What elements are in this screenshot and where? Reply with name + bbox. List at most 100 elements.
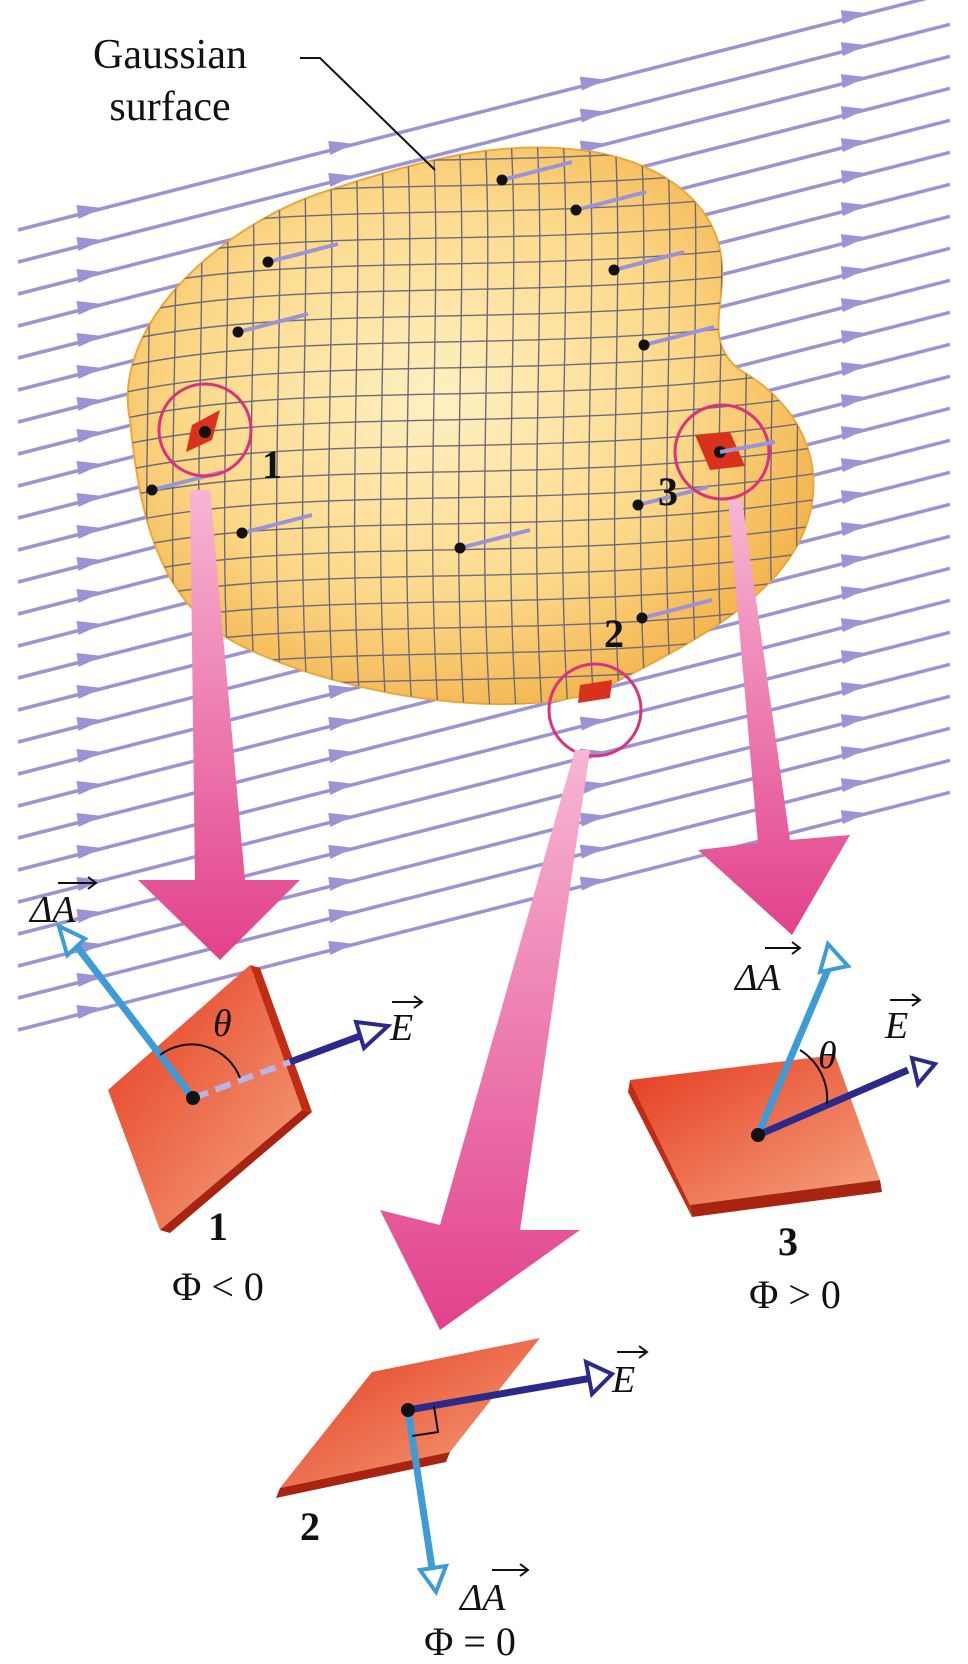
- field-arrowhead: [328, 908, 355, 923]
- field-arrowhead: [328, 876, 355, 891]
- field-arrowhead: [840, 490, 867, 505]
- field-arrowhead: [76, 844, 103, 859]
- grid-parallel: [127, 493, 814, 555]
- field-arrowhead: [76, 524, 103, 539]
- callout-label-2: 2: [604, 611, 624, 656]
- callout-circle-1: [157, 382, 253, 478]
- field-arrowhead: [840, 106, 867, 121]
- field-line-segment: [459, 528, 531, 550]
- grid-meridian: [327, 147, 337, 705]
- field-vector-3: [756, 1066, 910, 1139]
- field-arrowhead: [579, 876, 606, 891]
- grid-meridian: [613, 147, 623, 705]
- field-arrowhead: [840, 202, 867, 217]
- pierce-dot: [608, 264, 620, 276]
- field-arrowhead: [76, 748, 103, 763]
- field-arrowhead: [840, 138, 867, 153]
- patch-1-detail: θ ΔA E 1 Φ < 0: [28, 876, 424, 1309]
- grid-meridian: [822, 120, 830, 740]
- field-line-segment: [643, 325, 715, 347]
- field-line: [17, 726, 951, 968]
- field-line: [17, 598, 951, 840]
- patch-2-on-surface: [578, 680, 612, 703]
- field-line-segment: [575, 190, 647, 212]
- field-arrowhead: [840, 42, 867, 57]
- field-arrowhead: [76, 236, 103, 251]
- grid-meridian: [353, 147, 363, 705]
- grid-meridian: [639, 147, 649, 705]
- field-line-segment: [241, 513, 313, 535]
- caption-leader-line: [300, 57, 436, 171]
- field-line-segment: [237, 312, 309, 334]
- field-arrowhead: [328, 684, 355, 699]
- pierce-dot: [262, 256, 274, 268]
- grid-meridian: [405, 147, 415, 705]
- area-label-1: ΔA: [28, 889, 76, 931]
- angle-arc-3: [799, 1049, 829, 1105]
- field-arrowhead: [840, 10, 867, 25]
- field-label-2: E: [611, 1359, 635, 1401]
- pierce-dot-1: [199, 426, 211, 438]
- field-arrowhead: [76, 1004, 103, 1019]
- grid-meridian: [127, 147, 129, 705]
- field-arrowhead: [579, 716, 606, 731]
- field-arrowhead: [579, 108, 606, 123]
- field-arrowhead: [76, 588, 103, 603]
- field-arrowhead: [840, 522, 867, 537]
- field-arrowhead: [579, 844, 606, 859]
- area-vector-2: [404, 1409, 436, 1569]
- area-label-2: ΔA: [458, 1577, 506, 1619]
- pierce-points: [146, 174, 650, 624]
- field-line-segments-through-surface: [151, 160, 715, 620]
- field-arrowhead: [840, 586, 867, 601]
- field-arrowhead: [328, 172, 355, 187]
- field-arrowhead: [840, 426, 867, 441]
- field-arrowhead: [76, 620, 103, 635]
- field-arrowhead: [840, 458, 867, 473]
- pierce-dot: [454, 542, 466, 554]
- angle-label-3: θ: [818, 1035, 837, 1077]
- field-arrowhead: [840, 170, 867, 185]
- field-arrowhead: [76, 428, 103, 443]
- field-arrowhead: [328, 844, 355, 859]
- right-angle-marker: [411, 1405, 440, 1437]
- grid-meridian: [587, 147, 597, 705]
- pointer-arrow-3: [698, 500, 850, 935]
- angle-arc-1: [159, 1043, 241, 1079]
- field-arrowhead: [76, 332, 103, 347]
- grid-meridian: [457, 147, 467, 705]
- field-line-segment: [641, 598, 713, 620]
- field-arrowhead: [328, 140, 355, 155]
- field-arrowhead: [579, 76, 606, 91]
- field-arrowhead: [328, 748, 355, 763]
- angle-label-1: θ: [213, 1003, 232, 1045]
- pointer-arrow-2: [380, 750, 590, 1330]
- patch-3-detail: θ ΔA E 3 Φ > 0: [628, 939, 939, 1317]
- field-arrowhead: [76, 460, 103, 475]
- field-arrowhead: [76, 908, 103, 923]
- grid-meridian: [561, 147, 571, 705]
- field-vector-2: [407, 1374, 593, 1414]
- grid-meridian: [379, 147, 389, 705]
- field-vector-1-dashed: [191, 1059, 292, 1101]
- grid-parallel: [127, 519, 814, 581]
- grid-parallel: [127, 467, 814, 529]
- field-arrowhead: [76, 300, 103, 315]
- field-arrowhead: [76, 684, 103, 699]
- field-line-segment: [501, 160, 573, 182]
- field-arrowhead: [840, 810, 867, 825]
- pierce-dot: [638, 339, 650, 351]
- callout-3: 3: [658, 403, 776, 514]
- field-arrowhead: [76, 812, 103, 827]
- caption-line-2: surface: [109, 84, 230, 130]
- field-line-segment: [267, 242, 339, 264]
- pierce-dot: [570, 204, 582, 216]
- field-arrowhead: [840, 650, 867, 665]
- pierce-dot: [632, 499, 644, 511]
- field-arrowhead: [76, 652, 103, 667]
- field-arrowhead: [840, 682, 867, 697]
- grid-meridian: [431, 147, 441, 705]
- field-label-1: E: [389, 1007, 413, 1049]
- field-arrowhead: [840, 362, 867, 377]
